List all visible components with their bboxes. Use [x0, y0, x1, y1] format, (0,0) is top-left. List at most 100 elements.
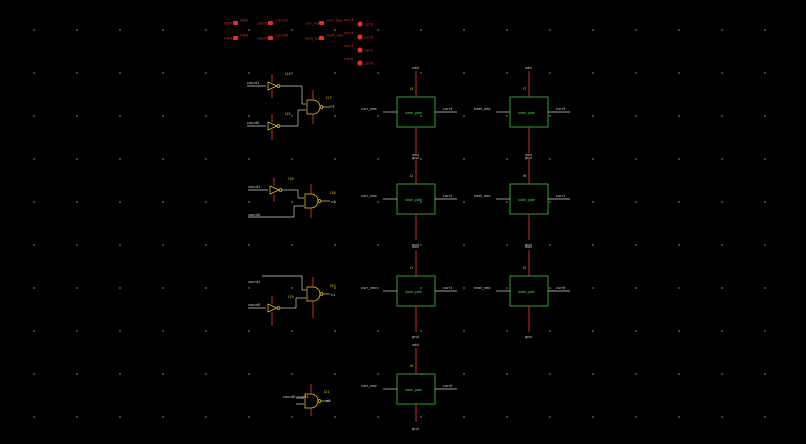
pin-curr2[interactable]: curr2 curr2	[344, 31, 373, 40]
grid-dot	[334, 330, 336, 332]
grid-dot	[592, 287, 594, 289]
grid-dot	[205, 158, 207, 160]
svg-text:state_gate: state_gate	[405, 388, 422, 392]
grid-dot	[119, 29, 121, 31]
grid-dot	[291, 373, 293, 375]
svg-text:count1: count1	[247, 81, 259, 85]
pin-gnd[interactable]: GND GND	[224, 34, 248, 41]
pin-count1[interactable]: count1 count1	[257, 19, 288, 26]
nand-i17[interactable]: I17 n3	[306, 90, 335, 124]
svg-text:gnd: gnd	[412, 427, 419, 431]
svg-text:I3: I3	[410, 87, 413, 91]
inverter-i15[interactable]: I15	[267, 112, 291, 140]
grid-dot	[76, 72, 78, 74]
grid-dot	[162, 158, 164, 160]
grid-dot	[377, 287, 379, 289]
grid-dot	[248, 201, 250, 203]
grid-dot	[506, 72, 508, 74]
grid-dot	[764, 244, 766, 246]
grid-dot	[549, 158, 551, 160]
grid-dot	[377, 29, 379, 31]
svg-text:curr0: curr0	[556, 286, 566, 290]
grid-dot	[377, 373, 379, 375]
grid-dot	[721, 158, 723, 160]
grid-dot	[506, 244, 508, 246]
instance-i5[interactable]: I5 state_gate next_neo curr0 vdd gnd	[474, 245, 570, 339]
grid-dot	[721, 330, 723, 332]
grid-dot	[248, 416, 250, 418]
grid-dot	[463, 416, 465, 418]
grid-dot	[33, 158, 35, 160]
instance-i1[interactable]: I1 state_gate curr_neo curr1 vdd gnd	[361, 245, 457, 339]
grid-dot	[420, 29, 422, 31]
svg-text:n2: n2	[331, 200, 336, 204]
grid-dot	[635, 201, 637, 203]
pin-next-neo[interactable]: next_neo next_neo	[305, 34, 343, 41]
grid-dot	[33, 330, 35, 332]
grid-dot	[678, 29, 680, 31]
grid-dot	[377, 330, 379, 332]
grid-dot	[33, 201, 35, 203]
pin-curr1[interactable]: curr1 curr1	[344, 44, 373, 53]
grid-dot	[248, 244, 250, 246]
grid-dot	[764, 158, 766, 160]
grid-dot	[764, 201, 766, 203]
svg-text:I15: I15	[285, 112, 291, 116]
grid-dot	[162, 29, 164, 31]
pin-count0[interactable]: count0 count0	[257, 34, 289, 41]
svg-text:count1: count1	[248, 280, 260, 284]
grid-dot	[506, 115, 508, 117]
instance-i3[interactable]: I3 state_gate curr_neo curr3 vdd gnd	[361, 66, 457, 160]
grid-dot	[635, 287, 637, 289]
inverter-i19[interactable]: I19	[267, 295, 294, 326]
inverter-i14[interactable]: I14	[267, 72, 291, 98]
instance-i6[interactable]: I6 state_gate next_neo curr1 vdd gnd	[474, 153, 570, 247]
svg-text:count0: count0	[248, 213, 261, 217]
inverter-i16[interactable]: I16	[269, 177, 294, 202]
instance-i7[interactable]: I7 state_gate next_neo curr3 vdd gnd	[474, 66, 570, 160]
svg-text:gnd: gnd	[525, 243, 532, 247]
grid-dot	[162, 287, 164, 289]
nand-i21[interactable]: I21 n0	[304, 384, 331, 416]
svg-text:curr_neo: curr_neo	[305, 22, 321, 26]
pin-curr0[interactable]: curr0 curr0	[344, 57, 374, 66]
svg-text:I14: I14	[285, 72, 291, 76]
grid-dot	[248, 115, 250, 117]
grid-dot	[291, 158, 293, 160]
svg-text:count1: count1	[248, 185, 260, 189]
grid-dot	[33, 29, 35, 31]
svg-text:n1: n1	[331, 293, 336, 297]
nand-i20[interactable]: I20 n1	[306, 277, 336, 318]
grid-dot	[592, 201, 594, 203]
grid-dot	[377, 115, 379, 117]
pin-curr-neo[interactable]: curr_neo curr_neo	[305, 19, 343, 26]
svg-text:next_neo: next_neo	[327, 34, 343, 38]
grid-dot	[334, 287, 336, 289]
grid-dot	[205, 244, 207, 246]
grid-dot	[635, 244, 637, 246]
grid-dot	[420, 72, 422, 74]
pin-curr3[interactable]: curr3 curr3	[344, 18, 373, 27]
svg-text:curr3: curr3	[556, 107, 565, 111]
grid-dot	[635, 72, 637, 74]
svg-text:I2: I2	[410, 174, 413, 178]
grid-dot	[334, 244, 336, 246]
pin-vdd[interactable]: VDD VDD	[224, 19, 248, 26]
nand-i18[interactable]: I18 n2	[304, 184, 336, 218]
grid-dot	[248, 72, 250, 74]
instance-i0[interactable]: I0 state_gate curr_neo curr0 vdd gnd	[361, 343, 457, 431]
instance-i2[interactable]: I2 state_gate curr_neo curr2 vdd gnd	[361, 153, 457, 247]
svg-text:I21: I21	[324, 390, 330, 394]
svg-text:state_gate: state_gate	[518, 111, 535, 115]
grid-dot	[764, 29, 766, 31]
grid-dot	[334, 115, 336, 117]
grid-dot	[291, 29, 293, 31]
grid-dot	[506, 29, 508, 31]
svg-text:I6: I6	[523, 174, 527, 178]
grid-dot	[721, 373, 723, 375]
grid-dot	[248, 373, 250, 375]
grid-dot	[291, 115, 293, 117]
grid-dot	[635, 330, 637, 332]
grid-dot	[678, 158, 680, 160]
